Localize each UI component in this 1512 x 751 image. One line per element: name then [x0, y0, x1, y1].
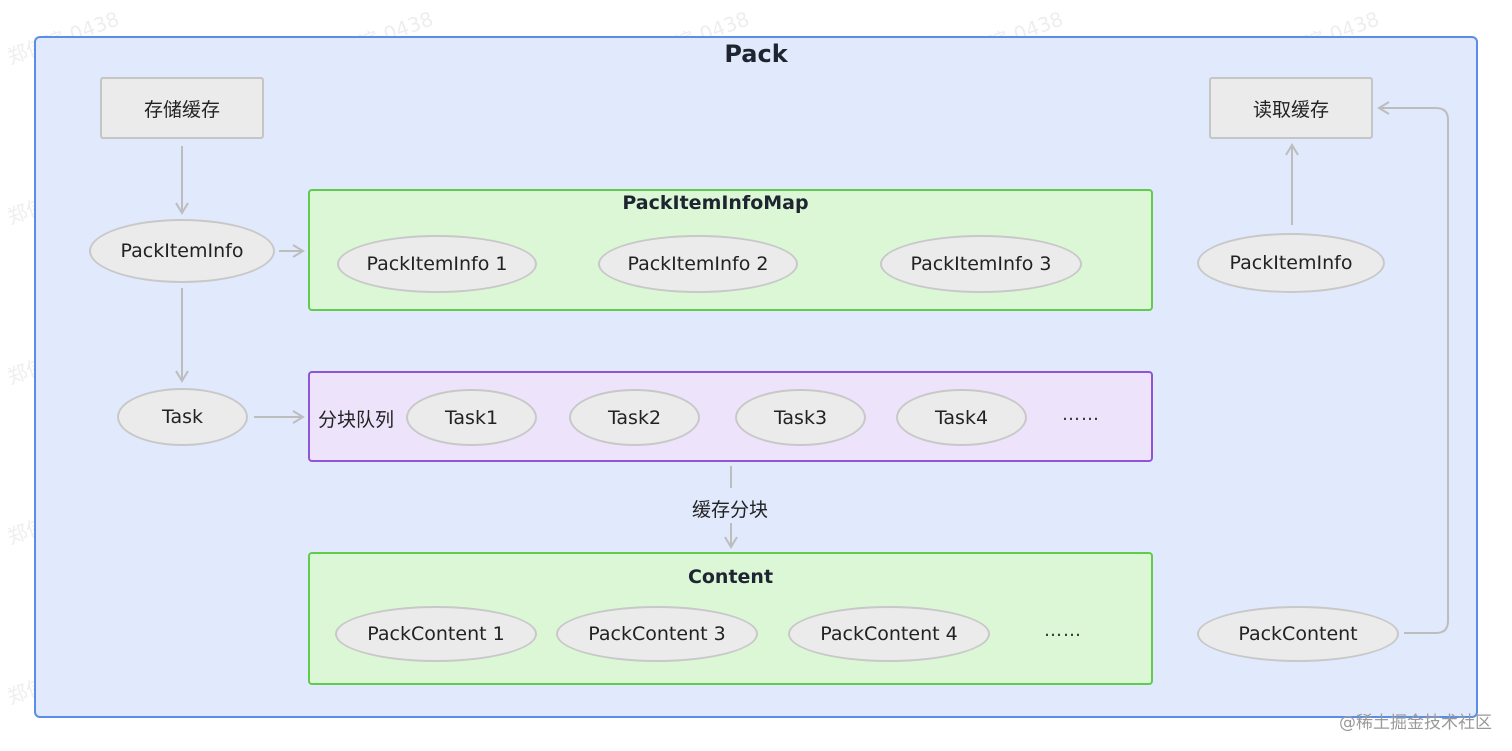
content-item-3: PackContent 3 — [556, 606, 758, 662]
pack-title: Pack — [724, 40, 788, 68]
content-item-4: PackContent 4 — [788, 606, 990, 662]
map-item-3: PackItemInfo 3 — [880, 235, 1082, 293]
packiteminfo-node: PackItemInfo — [89, 219, 275, 283]
queue-task-4: Task4 — [896, 389, 1027, 446]
read-cache-node: 读取缓存 — [1209, 77, 1373, 139]
map-item-1: PackItemInfo 1 — [337, 235, 537, 293]
right-packcontent-node: PackContent — [1197, 606, 1399, 662]
queue-ellipsis: …… — [1062, 404, 1100, 425]
chunk-cache-label: 缓存分块 — [692, 495, 769, 522]
store-cache-node: 存储缓存 — [100, 77, 264, 139]
content-ellipsis: …… — [1044, 620, 1082, 641]
content-title: Content — [687, 566, 774, 588]
edge-packcontent-to-read — [1377, 101, 1449, 634]
pack-item-info-map-title: PackItemInfoMap — [622, 192, 809, 214]
map-item-2: PackItemInfo 2 — [598, 235, 798, 293]
content-item-1: PackContent 1 — [335, 606, 537, 662]
right-packiteminfo-node: PackItemInfo — [1197, 233, 1385, 293]
queue-task-3: Task3 — [735, 389, 866, 446]
task-node: Task — [117, 388, 248, 446]
site-credit: @稀土掘金技术社区 — [1339, 713, 1492, 733]
queue-task-1: Task1 — [406, 389, 537, 446]
queue-task-2: Task2 — [569, 389, 700, 446]
chunk-queue-label: 分块队列 — [318, 409, 395, 431]
